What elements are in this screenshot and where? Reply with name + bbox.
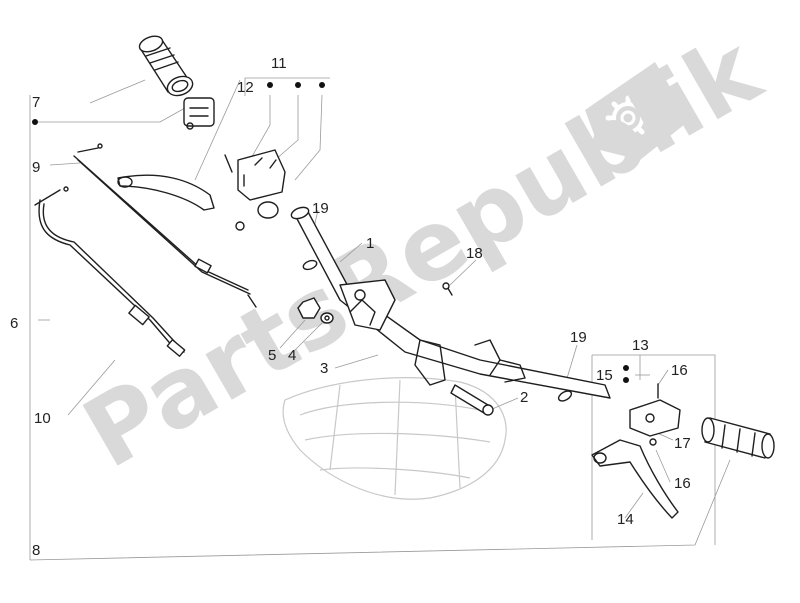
callout-6: 6 [10, 315, 18, 332]
callout-16-top: 16 [671, 362, 688, 379]
callout-19-right: 19 [570, 329, 587, 346]
callout-dot-11c [319, 82, 325, 88]
callout-18: 18 [466, 245, 483, 262]
callout-dot-15b [623, 377, 629, 383]
nut-5 [297, 297, 321, 319]
leader-lines [29, 77, 731, 561]
bolt-2 [450, 384, 494, 416]
right-grip [701, 417, 775, 459]
washer-4 [320, 312, 334, 324]
handlebar-frame [290, 206, 611, 399]
callout-5: 5 [268, 347, 276, 364]
callout-3: 3 [320, 360, 328, 377]
watermark-flag [585, 62, 690, 160]
clip-19-right [557, 390, 573, 402]
callout-17: 17 [674, 435, 691, 452]
callout-dot-11b [295, 82, 301, 88]
callout-2: 2 [520, 389, 528, 406]
callout-12: 12 [237, 79, 254, 96]
callout-19-left: 19 [312, 200, 329, 217]
left-brake-lever [117, 174, 215, 211]
throttle-body [183, 97, 215, 130]
callout-11: 11 [271, 55, 287, 72]
gear-icon [605, 95, 651, 141]
scooter-body-outline [282, 377, 507, 500]
brake-master-cylinder [224, 149, 286, 231]
callout-dot-7 [32, 119, 38, 125]
callout-15: 15 [596, 367, 613, 384]
callout-8: 8 [32, 542, 40, 559]
callout-14: 14 [617, 511, 634, 528]
clip-19-left [302, 259, 318, 271]
callout-labels: 1 2 3 4 5 6 7 8 9 10 11 12 13 14 15 16 1… [10, 55, 691, 559]
throttle-cable-upper [73, 143, 257, 308]
right-lever-housing [629, 383, 681, 446]
callout-13: 13 [632, 337, 649, 354]
throttle-cable-lower [34, 186, 186, 357]
left-grip [138, 35, 194, 97]
callout-9: 9 [32, 159, 40, 176]
callout-4: 4 [288, 347, 296, 364]
callout-7: 7 [32, 94, 40, 111]
callout-1: 1 [366, 235, 374, 252]
right-brake-lever [591, 439, 679, 519]
callout-dot-11a [267, 82, 273, 88]
callout-dot-15a [623, 365, 629, 371]
callout-16-bottom: 16 [674, 475, 691, 492]
callout-10: 10 [34, 410, 51, 427]
bolt-18 [442, 282, 453, 296]
